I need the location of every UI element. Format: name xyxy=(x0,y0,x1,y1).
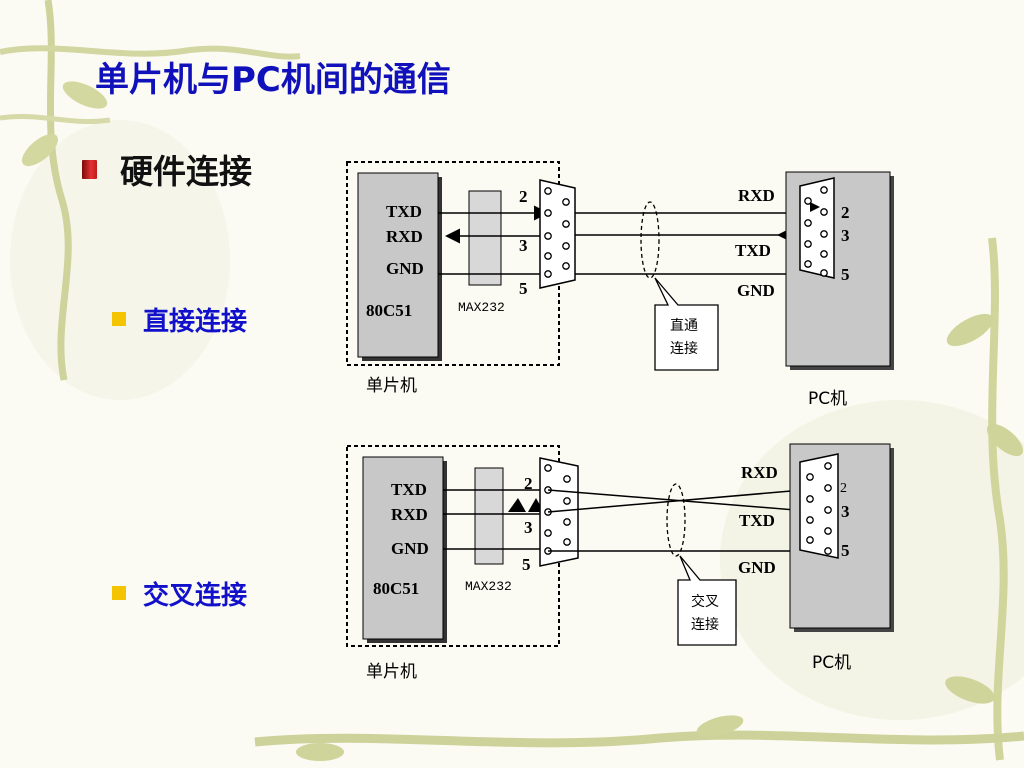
mcu-caption: 单片机 xyxy=(366,662,417,682)
callout-box xyxy=(677,555,737,646)
pc-pin-label: GND xyxy=(738,558,776,577)
callout-box xyxy=(654,277,719,371)
db9-pin-number: 2 xyxy=(519,187,528,206)
db9-pin-number: 2 xyxy=(524,474,533,493)
bullet-icon xyxy=(112,312,126,326)
bullet-icon xyxy=(112,586,126,600)
pc-pin-label: TXD xyxy=(739,511,775,530)
db9-pin-number: 3 xyxy=(519,236,528,255)
pc-pin-label: RXD xyxy=(738,186,775,205)
item-cross-connection: 交叉连接 xyxy=(143,581,248,611)
db9-pin-number: 3 xyxy=(524,518,533,537)
page-title: 单片机与PC机间的通信 xyxy=(95,60,451,100)
pc-caption: PC机 xyxy=(808,389,847,409)
pc-pin-number: 5 xyxy=(841,541,850,560)
mcu-chip xyxy=(357,172,439,358)
pc-caption: PC机 xyxy=(812,653,851,673)
max232-label: MAX232 xyxy=(465,579,512,594)
mcu-pin-label: RXD xyxy=(391,505,428,524)
db9-connector xyxy=(539,179,576,289)
pc-pin-label: GND xyxy=(737,281,775,300)
item-direct-connection: 直接连接 xyxy=(143,307,248,337)
pc-pin-label: TXD xyxy=(735,241,771,260)
callout-text: 交叉 xyxy=(691,593,719,610)
max232-chip xyxy=(474,467,504,565)
pc-pin-number: 3 xyxy=(841,502,850,521)
db9-connector xyxy=(799,453,839,559)
callout-text: 连接 xyxy=(670,340,698,357)
db9-pin-number: 5 xyxy=(519,279,528,298)
callout-text: 直通 xyxy=(670,317,698,334)
mcu-chip xyxy=(362,456,444,640)
mcu-pin-label: TXD xyxy=(386,202,422,221)
bullet-icon xyxy=(82,160,97,179)
mcu-pin-label: GND xyxy=(386,259,424,278)
cable-bundle-marker xyxy=(666,483,686,557)
db9-pin-number: 5 xyxy=(522,555,531,574)
mcu-boundary xyxy=(346,161,560,366)
mcu-chip-label: 80C51 xyxy=(373,579,419,598)
mcu-pin-label: RXD xyxy=(386,227,423,246)
mcu-pin-label: TXD xyxy=(391,480,427,499)
mcu-pin-label: GND xyxy=(391,539,429,558)
pc-pin-number: 5 xyxy=(841,265,850,284)
max232-label: MAX232 xyxy=(458,300,505,315)
mcu-caption: 单片机 xyxy=(366,376,417,396)
section-heading: 硬件连接 xyxy=(120,152,252,191)
mcu-chip-label: 80C51 xyxy=(366,301,412,320)
pc-pin-number: 2 xyxy=(840,481,847,496)
pc-pin-number: 2 xyxy=(841,203,850,222)
pc-pin-label: RXD xyxy=(741,463,778,482)
cable-bundle-marker xyxy=(640,201,660,279)
pc-pin-number: 3 xyxy=(841,226,850,245)
callout-text: 连接 xyxy=(691,616,719,633)
max232-chip xyxy=(468,190,502,286)
